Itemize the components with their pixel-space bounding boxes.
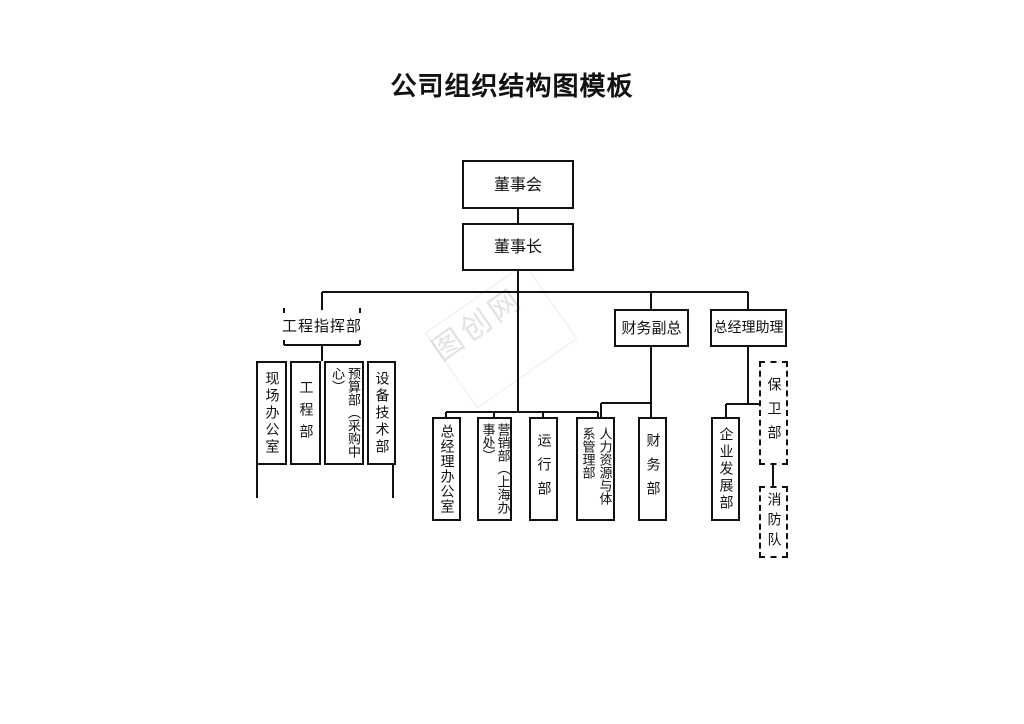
node-site-office-label: 现场办公室 [263, 370, 280, 456]
node-site-office: 现场办公室 [256, 361, 287, 465]
node-chairman-label: 董事长 [493, 237, 542, 256]
node-hr-label: 人力资源与体系管理部 [579, 427, 612, 505]
node-fin-vp-label: 财务副总 [621, 318, 682, 337]
node-fire-label: 消防队 [765, 492, 782, 552]
node-chairman: 董事长 [462, 223, 574, 271]
node-hr: 人力资源与体系管理部 [576, 417, 615, 521]
node-gm-office-label: 总经理办公室 [438, 424, 455, 514]
node-gm-assistant-label: 总经理助理 [713, 320, 784, 336]
node-eng-command: 工程指挥部 [276, 312, 368, 340]
node-engineering-label: 工程部 [297, 380, 314, 446]
page-title: 公司组织结构图模板 [390, 72, 634, 102]
node-equipment-label: 设备技术部 [373, 370, 390, 456]
node-finance: 财务部 [638, 417, 667, 521]
node-equipment: 设备技术部 [367, 361, 396, 465]
node-budget-label: 预算部（采购中心） [329, 367, 360, 458]
node-enterprise-dev: 企业发展部 [711, 417, 740, 521]
node-eng-command-label: 工程指挥部 [281, 316, 362, 335]
node-board: 董事会 [462, 160, 574, 209]
node-engineering: 工程部 [290, 361, 321, 465]
node-enterprise-dev-label: 企业发展部 [717, 426, 734, 512]
node-fire: 消防队 [759, 486, 788, 558]
node-security: 保卫部 [759, 361, 788, 465]
node-operations: 运行部 [529, 417, 558, 521]
node-finance-label: 财务部 [644, 433, 661, 505]
node-fin-vp: 财务副总 [614, 309, 689, 347]
node-sales: 营销部（上海办事处） [477, 417, 512, 521]
node-gm-office: 总经理办公室 [432, 417, 461, 521]
node-gm-assistant: 总经理助理 [710, 309, 787, 347]
node-operations-label: 运行部 [535, 433, 552, 505]
node-board-label: 董事会 [493, 174, 542, 194]
node-sales-label: 营销部（上海办事处） [479, 423, 510, 514]
node-security-label: 保卫部 [765, 377, 782, 449]
node-budget: 预算部（采购中心） [324, 361, 364, 465]
